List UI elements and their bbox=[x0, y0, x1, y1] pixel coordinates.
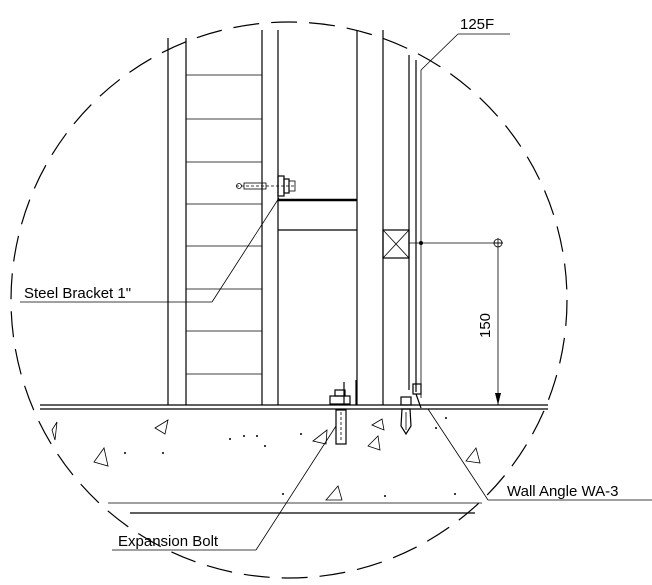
label-steel-bracket: Steel Bracket 1" bbox=[24, 285, 131, 302]
expansion-bolt-icon bbox=[329, 380, 357, 445]
leader-expansion-bolt bbox=[112, 425, 337, 551]
dimension-150-label: 150 bbox=[477, 313, 494, 338]
dimension-150 bbox=[409, 238, 503, 405]
leader-wall-angle bbox=[427, 408, 652, 501]
wall-angle-anchor-icon bbox=[400, 396, 412, 436]
wall-column bbox=[356, 30, 410, 405]
aggregate-dots bbox=[124, 417, 456, 497]
label-125f: 125F bbox=[460, 16, 494, 33]
floor-slab bbox=[40, 404, 548, 514]
cable-ladder bbox=[167, 30, 279, 405]
label-wall-angle: Wall Angle WA-3 bbox=[507, 483, 618, 500]
bracket-bolt-icon bbox=[236, 175, 296, 197]
label-expansion-bolt: Expansion Bolt bbox=[118, 533, 219, 550]
steel-bracket bbox=[278, 198, 357, 231]
detail-callout-circle bbox=[10, 21, 568, 579]
leader-steel-bracket bbox=[20, 197, 280, 303]
aggregate-icon bbox=[51, 418, 481, 501]
profile-125f bbox=[408, 33, 510, 409]
ladder-rungs bbox=[186, 74, 262, 375]
